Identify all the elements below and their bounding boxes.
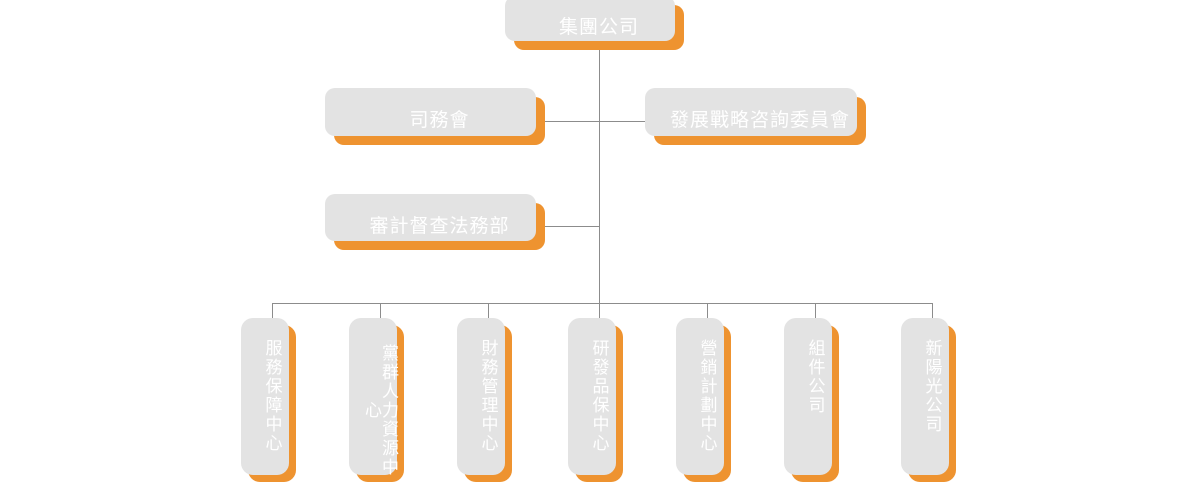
connector-stem-3 [488, 303, 489, 325]
node-group-company[interactable]: 集團公司 [505, 0, 684, 50]
connector-stem-1 [272, 303, 273, 325]
connector-level2-horizontal [545, 226, 600, 227]
node-label-module-company: 組件公司 [805, 339, 825, 415]
node-marketing-planning-center[interactable]: 營銷計劃中心 [676, 318, 731, 482]
connector-level1-horizontal [545, 121, 654, 122]
node-label-rnd-quality-assurance-center: 研發品保中心 [589, 339, 609, 453]
connector-stem-4 [599, 303, 600, 325]
node-label-new-sunshine-company: 新陽光公司 [922, 339, 942, 434]
node-financial-management-center[interactable]: 財務管理中心 [457, 318, 512, 482]
node-label-service-support-center: 服務保障中心 [262, 339, 282, 453]
connector-stem-7 [932, 303, 933, 325]
node-rnd-quality-assurance-center[interactable]: 研發品保中心 [568, 318, 623, 482]
node-label-party-hr-resources-center: 黨群人力資源中心 [362, 344, 398, 477]
node-service-support-center[interactable]: 服務保障中心 [241, 318, 296, 482]
connector-trunk-vertical [599, 50, 600, 303]
node-development-strategy-advisory-committee[interactable]: 發展戰略咨詢委員會 [645, 88, 866, 145]
connector-stem-2 [380, 303, 381, 325]
connector-stem-6 [815, 303, 816, 325]
node-party-hr-resources-center[interactable]: 黨群人力資源中心 [349, 318, 404, 482]
node-label-marketing-planning-center: 營銷計劃中心 [697, 339, 717, 453]
connector-stem-5 [707, 303, 708, 325]
node-label-financial-management-center: 財務管理中心 [478, 339, 498, 453]
node-module-company[interactable]: 組件公司 [784, 318, 839, 482]
connector-department-bar [272, 303, 933, 304]
node-audit-supervision-legal-department[interactable]: 審計督查法務部 [325, 194, 545, 250]
node-board-of-directors-meeting[interactable]: 司務會 [325, 88, 545, 145]
node-new-sunshine-company[interactable]: 新陽光公司 [901, 318, 956, 482]
